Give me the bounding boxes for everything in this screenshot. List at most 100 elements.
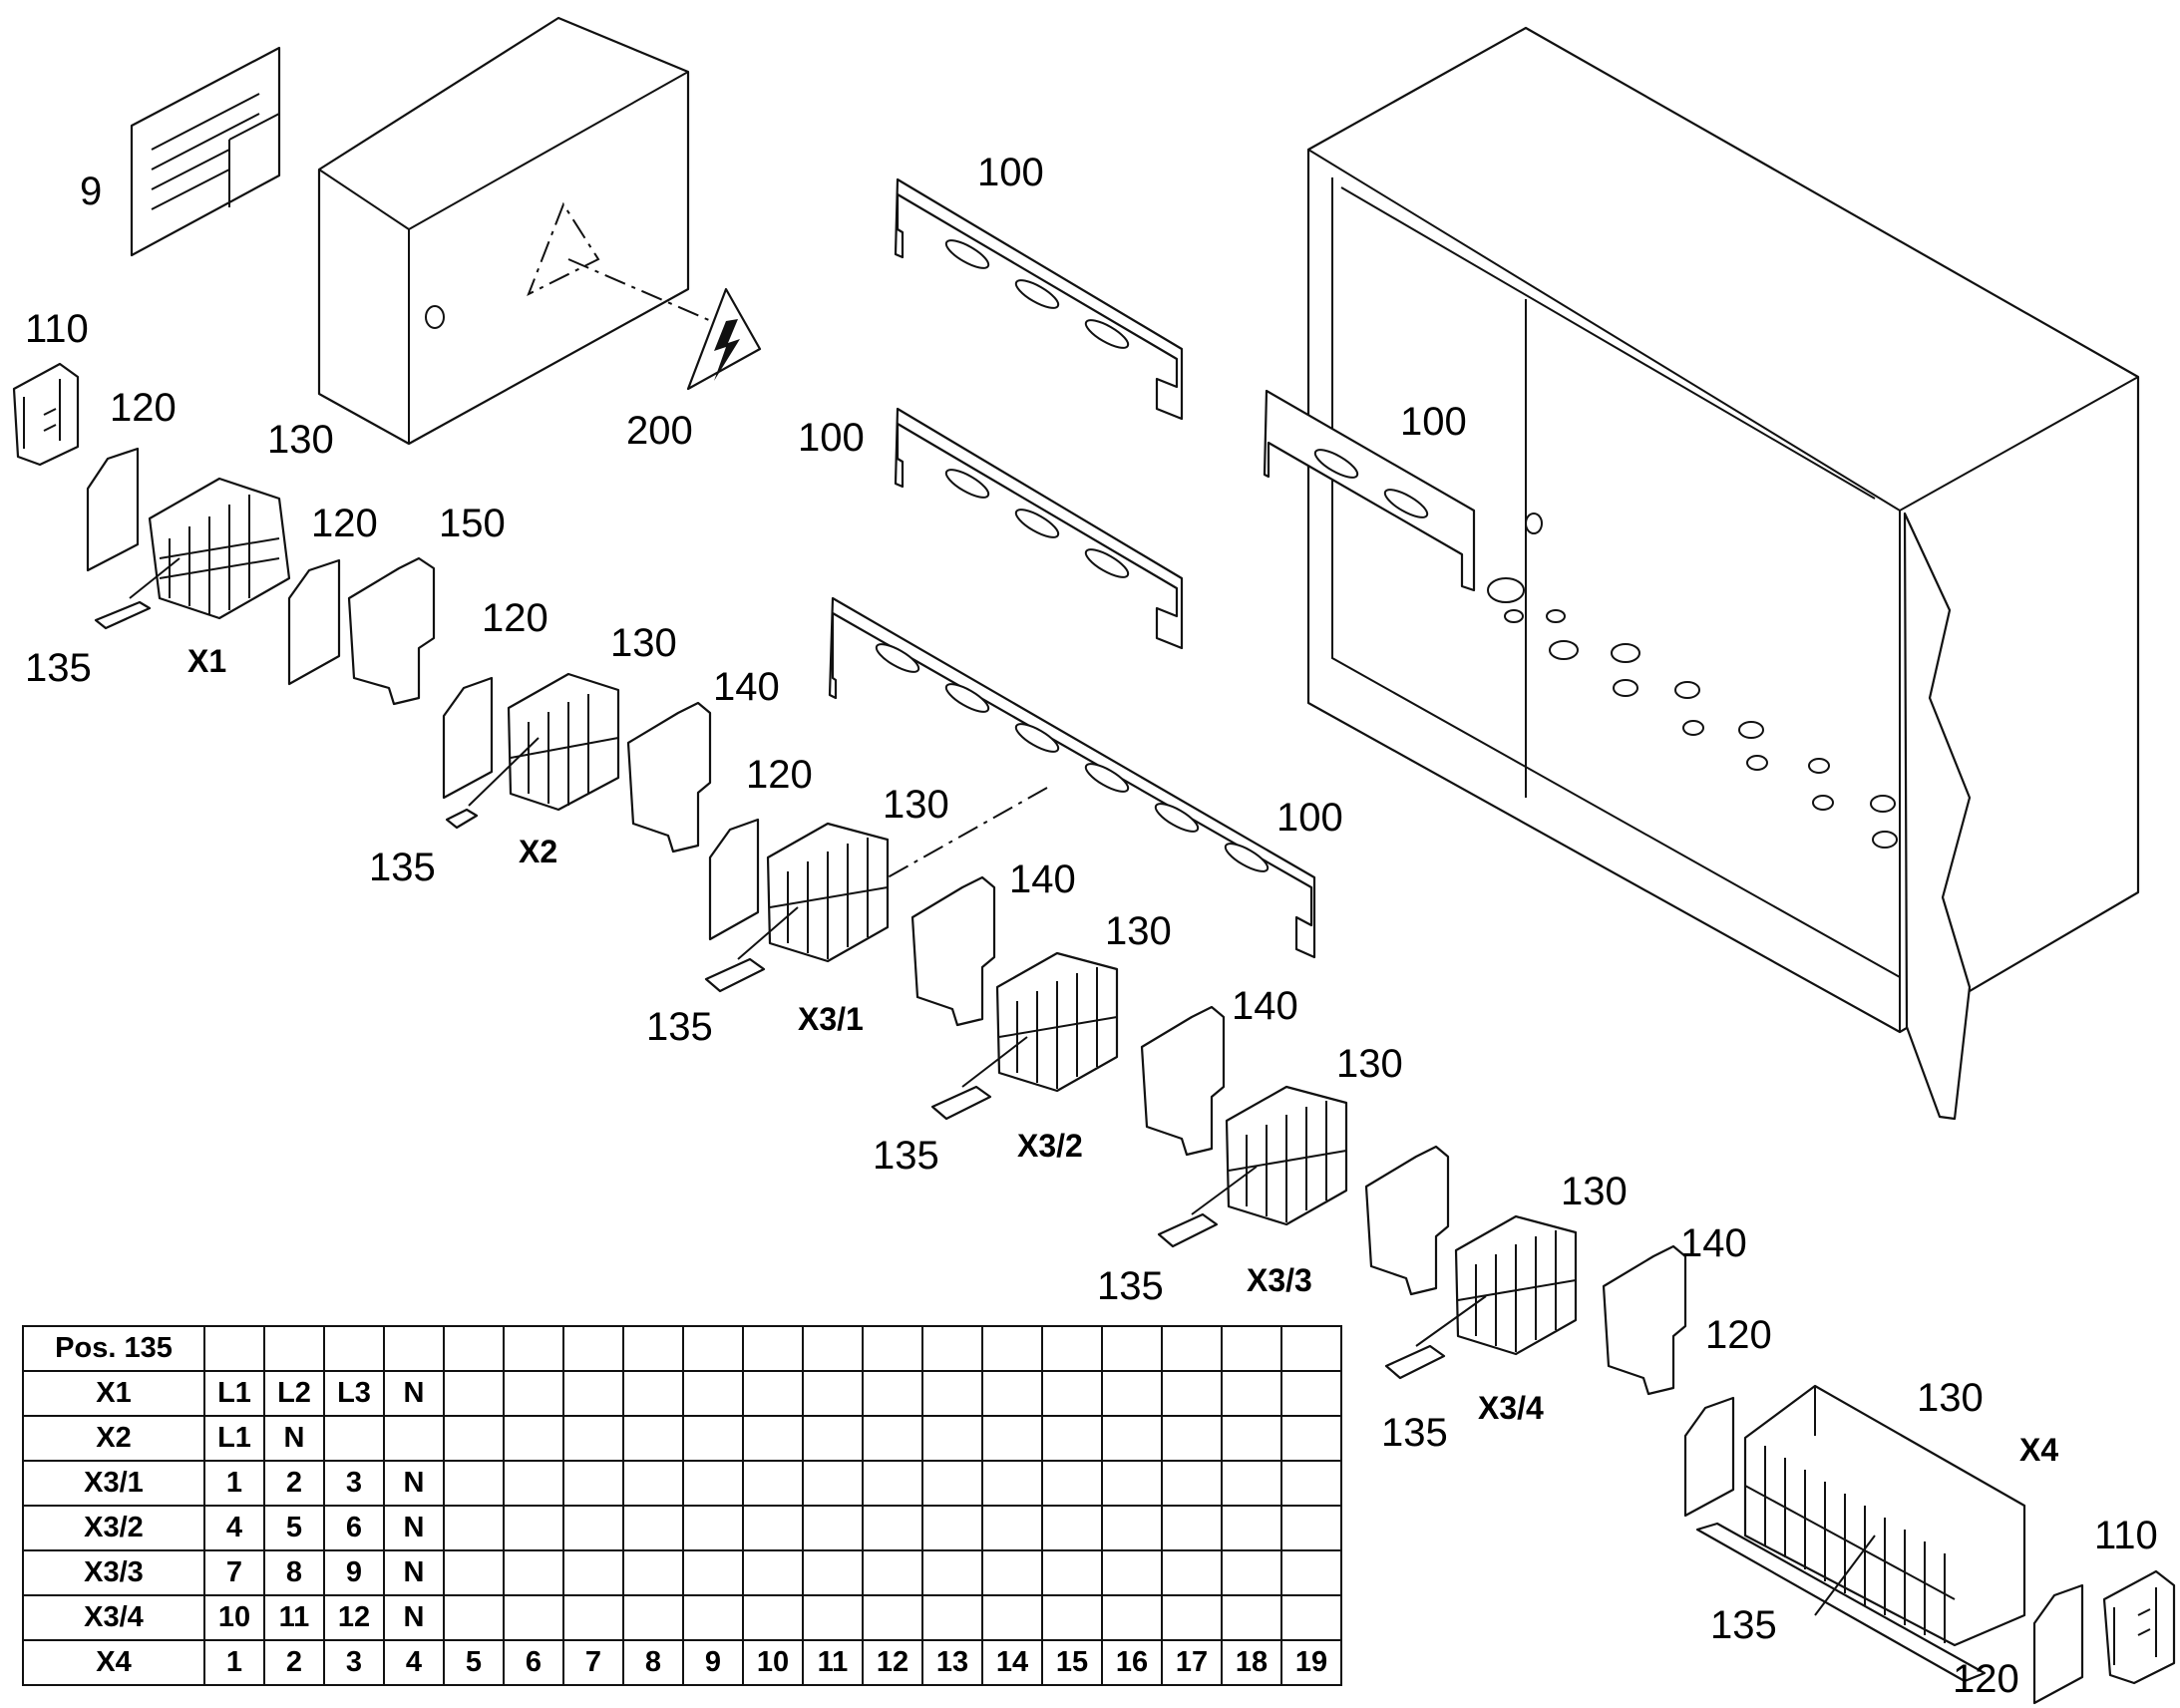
table-cell: 8 xyxy=(263,1549,325,1596)
open-enclosure xyxy=(1306,26,2140,1121)
group-tag-x3-3: X3/3 xyxy=(1247,1262,1312,1298)
table-cell: L2 xyxy=(263,1370,325,1417)
table-header-row: Pos. 135 xyxy=(22,1325,1342,1372)
terminal-block-x2 xyxy=(507,672,620,812)
table-cell: N xyxy=(383,1460,445,1507)
table-header-cell: Pos. 135 xyxy=(22,1325,205,1372)
table-cell: 7 xyxy=(562,1639,624,1686)
row-label: X3/2 xyxy=(22,1505,205,1551)
separator-plate xyxy=(1140,1005,1226,1157)
din-rail-inside xyxy=(1263,389,1476,592)
table-cell: 14 xyxy=(981,1639,1043,1686)
table-row: X3/3 7 8 9 N xyxy=(22,1549,1342,1596)
marker-assignment-table: Pos. 135 X1 L1 L2 L3 N X2 L1 N xyxy=(22,1325,1342,1686)
table-cell: 12 xyxy=(862,1639,923,1686)
row-label: X2 xyxy=(22,1415,205,1462)
group-tag-x1: X1 xyxy=(187,643,226,679)
marker-strip xyxy=(94,600,152,630)
end-plate xyxy=(86,447,140,572)
position-label-120: 120 xyxy=(110,386,177,430)
position-label-140: 140 xyxy=(1009,857,1076,901)
table-cell: N xyxy=(383,1505,445,1551)
end-plate xyxy=(442,676,494,800)
table-cell: 11 xyxy=(263,1594,325,1641)
end-bracket-left xyxy=(12,362,80,467)
position-label-140: 140 xyxy=(713,665,780,709)
marker-strip xyxy=(1157,1212,1219,1248)
table-cell: 12 xyxy=(323,1594,385,1641)
position-label-135: 135 xyxy=(646,1005,713,1049)
group-tag-x4: X4 xyxy=(2019,1432,2058,1468)
table-cell: N xyxy=(383,1594,445,1641)
table-cell: 4 xyxy=(203,1505,265,1551)
end-plate xyxy=(287,558,341,686)
position-label-135: 135 xyxy=(1710,1603,1777,1647)
position-label-130: 130 xyxy=(1105,909,1172,953)
separator-plate xyxy=(1364,1145,1450,1296)
table-cell: 5 xyxy=(443,1639,505,1686)
table-cell: 3 xyxy=(323,1639,385,1686)
position-label-130: 130 xyxy=(1336,1042,1403,1086)
cable-entry-holes xyxy=(1487,577,1898,849)
position-label-130: 130 xyxy=(1561,1170,1628,1213)
position-label-140: 140 xyxy=(1680,1221,1747,1265)
table-cell: 2 xyxy=(263,1460,325,1507)
position-label-120: 120 xyxy=(746,753,813,797)
din-rail-top xyxy=(894,177,1184,421)
table-cell: 19 xyxy=(1280,1639,1342,1686)
row-label: X4 xyxy=(22,1639,205,1686)
table-cell: 9 xyxy=(682,1639,744,1686)
position-label-135: 135 xyxy=(25,646,92,690)
table-cell: 2 xyxy=(263,1639,325,1686)
table-cell: L1 xyxy=(203,1370,265,1417)
terminal-block-x3-2 xyxy=(995,951,1119,1093)
group-tag-x3-1: X3/1 xyxy=(798,1001,864,1037)
position-label-135: 135 xyxy=(1381,1411,1448,1455)
table-row: X2 L1 N xyxy=(22,1415,1342,1462)
table-row: X3/4 10 11 12 N xyxy=(22,1594,1342,1641)
position-label-120: 120 xyxy=(482,596,548,640)
position-label-130: 130 xyxy=(267,418,334,462)
table-cell: L3 xyxy=(323,1370,385,1417)
table-cell: 17 xyxy=(1161,1639,1223,1686)
table-cell: 8 xyxy=(622,1639,684,1686)
table-cell: N xyxy=(263,1415,325,1462)
table-cell: N xyxy=(383,1549,445,1596)
warning-sign-icon xyxy=(686,287,762,391)
position-label-100: 100 xyxy=(1400,400,1467,444)
marker-strip xyxy=(1695,1522,1987,1683)
table-row: X1 L1 L2 L3 N xyxy=(22,1370,1342,1417)
position-label-130: 130 xyxy=(1917,1376,1984,1420)
table-cell: 7 xyxy=(203,1549,265,1596)
marker-strip xyxy=(704,957,766,993)
position-label-120: 120 xyxy=(311,502,378,545)
separator-plate xyxy=(347,556,436,706)
position-label-120: 120 xyxy=(1953,1657,2019,1701)
table-cell: 1 xyxy=(203,1460,265,1507)
position-label-140: 140 xyxy=(1232,984,1298,1028)
group-tag-x2: X2 xyxy=(519,834,557,869)
table-cell: 18 xyxy=(1221,1639,1282,1686)
table-row: X4 1 2 3 4 5 6 7 8 9 10 11 12 13 14 15 1… xyxy=(22,1639,1342,1686)
separator-plate xyxy=(626,701,712,854)
position-label-100: 100 xyxy=(798,416,865,460)
position-label-135: 135 xyxy=(369,846,436,889)
table-cell: 16 xyxy=(1101,1639,1163,1686)
row-label: X3/4 xyxy=(22,1594,205,1641)
position-label-100: 100 xyxy=(977,151,1044,194)
table-row: X3/1 1 2 3 N xyxy=(22,1460,1342,1507)
end-plate xyxy=(708,818,760,941)
position-label-100: 100 xyxy=(1276,796,1343,840)
marker-strip xyxy=(1384,1344,1446,1380)
table-cell: 6 xyxy=(323,1505,385,1551)
position-label-135: 135 xyxy=(1097,1264,1164,1308)
separator-plate xyxy=(910,875,996,1027)
position-label-110: 110 xyxy=(2094,1514,2158,1557)
table-cell: N xyxy=(383,1370,445,1417)
position-label-130: 130 xyxy=(883,783,949,827)
position-label-150: 150 xyxy=(439,502,506,545)
table-cell: 15 xyxy=(1041,1639,1103,1686)
table-row: X3/2 4 5 6 N xyxy=(22,1505,1342,1551)
table-cell: 13 xyxy=(921,1639,983,1686)
table-cell: 6 xyxy=(503,1639,564,1686)
